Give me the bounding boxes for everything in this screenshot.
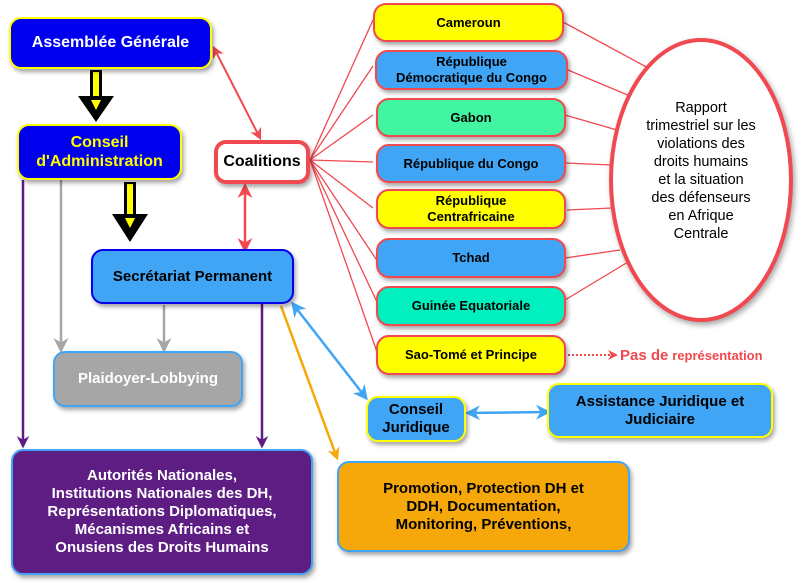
country-tchad[interactable]: Tchad [376,238,566,278]
conseil-juridique-line2: Juridique [382,419,450,436]
country-cameroun[interactable]: Cameroun [373,3,564,42]
assistance-line1: Assistance Juridique et [575,392,745,410]
rapport-line3: violations des [657,135,745,152]
conseil-juridique-node[interactable]: Conseil Juridique [366,396,466,442]
country-label: Cameroun [436,14,501,30]
pas-de-representation-label: Pas de représentation [620,347,763,364]
assemblee-generale-node[interactable]: Assemblée Générale [9,17,212,69]
link-secretariat-conseiljuridique [291,301,368,401]
country-republique-congo[interactable]: République du Congo [376,144,566,183]
plaidoyer-lobbying-node[interactable]: Plaidoyer-Lobbying [53,351,243,407]
autorites-line3: Représentations Diplomatiques, [47,503,277,520]
country-label: Tchad [452,250,490,266]
country-label-line1: République [435,193,507,209]
link-conseiljuridique-assistance [465,404,551,421]
secretariat-permanent-node[interactable]: Secrétariat Permanent [91,249,294,304]
coalitions-fan [309,19,379,353]
rapport-node[interactable]: Rapport trimestriel sur les violations d… [620,100,782,244]
assistance-juridique-node[interactable]: Assistance Juridique et Judiciaire [547,383,773,438]
autorites-line2: Institutions Nationales des DH, [51,485,273,502]
country-gabon[interactable]: Gabon [376,98,566,137]
country-rdc[interactable]: République Démocratique du Congo [375,50,568,90]
arrow-conseil-to-secretariat [112,182,148,242]
rapport-line2: trimestriel sur les [646,117,756,134]
promotion-line2: DDH, Documentation, [406,497,561,515]
rapport-line1: Rapport [675,100,727,116]
country-label: Gabon [450,109,492,125]
autorites-line4: Mécanismes Africains et [74,521,250,538]
country-centrafrique[interactable]: République Centrafricaine [376,189,566,229]
promotion-line3: Monitoring, Préventions, [395,515,572,533]
rapport-line4: droits humains [653,153,749,170]
rapport-line6: des défenseurs [651,189,751,206]
secretariat-permanent-label: Secrétariat Permanent [112,267,273,285]
rapport-fan [562,21,653,301]
arrow-assemblee-to-conseil [78,70,114,122]
promotion-protection-node[interactable]: Promotion, Protection DH et DDH, Documen… [337,461,630,552]
pas-de-text: Pas de [620,347,669,364]
country-label-line2: Démocratique du Congo [396,70,547,85]
plaidoyer-lobbying-label: Plaidoyer-Lobbying [77,370,218,387]
rapport-line7: en Afrique [668,207,734,224]
conseil-administration-node[interactable]: Conseil d'Administration [17,124,182,180]
conseil-administration-line1: Conseil [70,133,129,151]
rapport-ellipse-shape [609,38,793,322]
country-label-line1: République [436,54,507,70]
coalitions-node[interactable]: Coalitions [214,140,310,184]
country-label-line2: Centrafricaine [427,209,515,224]
country-label: Sao-Tomé et Principe [405,347,537,363]
assemblee-generale-label: Assemblée Générale [31,34,190,52]
rapport-line5: et la situation [658,171,744,188]
conseil-administration-line2: d'Administration [36,153,163,170]
promotion-line1: Promotion, Protection DH et [383,479,584,497]
country-label: Guinée Equatoriale [411,298,531,314]
country-sao-tome[interactable]: Sao-Tomé et Principe [376,335,566,375]
country-guinee-equatoriale[interactable]: Guinée Equatoriale [376,286,566,326]
conseil-juridique-line1: Conseil [388,401,444,418]
representation-text: représentation [672,348,763,363]
country-label: République du Congo [403,155,539,171]
coalitions-label: Coalitions [223,153,301,171]
autorites-line1: Autorités Nationales, [86,467,238,484]
autorites-line5: Onusiens des Droits Humains [55,539,269,556]
link-assemblee-coalitions [212,45,262,141]
link-secretariat-promotion [279,305,340,461]
rapport-line8: Centrale [673,225,729,242]
assistance-line2: Judiciaire [624,410,696,428]
autorites-nationales-node[interactable]: Autorités Nationales, Institutions Natio… [11,449,313,575]
